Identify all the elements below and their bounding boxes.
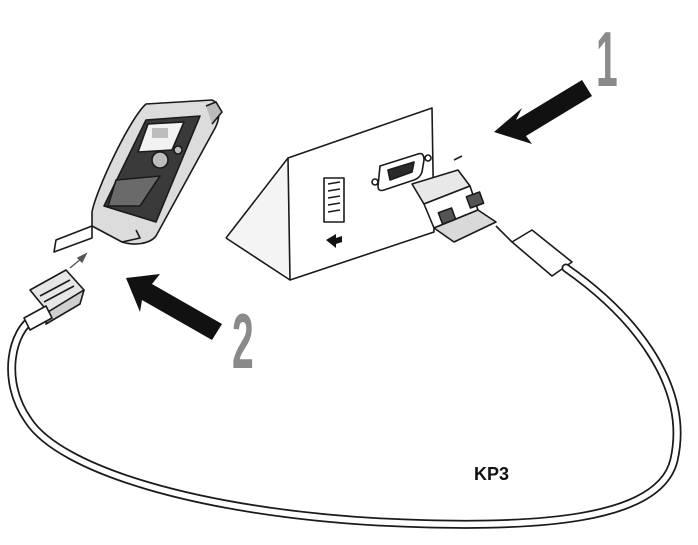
serial-connector (411, 155, 573, 277)
step-2-number: 2 (232, 297, 254, 385)
arrow-step-1 (494, 80, 592, 144)
vent-slots (323, 177, 345, 223)
insert-hint-arrow (69, 252, 88, 269)
pc-serial-port (371, 152, 432, 192)
step-1-number: 1 (596, 15, 618, 103)
handheld-device (53, 99, 223, 253)
port-symbol-icon (326, 234, 342, 248)
computer-back-panel (225, 107, 435, 281)
arrow-step-2 (126, 274, 222, 340)
device-connector (23, 269, 85, 331)
serial-cable (7, 263, 682, 529)
cable-label: KP3 (474, 464, 510, 484)
